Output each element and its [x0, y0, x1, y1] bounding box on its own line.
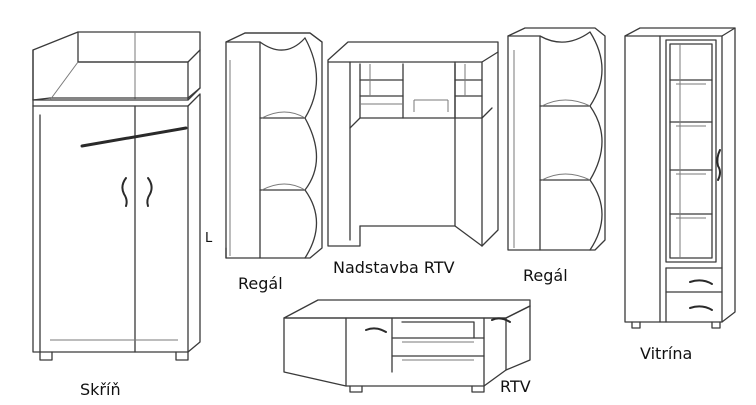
label-vitrina: Vitrína [640, 344, 693, 363]
label-skrin: Skříň [80, 380, 121, 399]
label-regal-left: Regál [238, 274, 283, 293]
label-rtv: RTV [500, 377, 531, 396]
label-nadstavba-rtv: Nadstavba RTV [333, 258, 455, 277]
showcase-drawing [624, 27, 736, 329]
wardrobe-drawing [32, 31, 201, 361]
tv-top-unit-drawing [327, 41, 499, 247]
right-shelf-drawing [507, 27, 606, 251]
tv-stand-drawing [283, 299, 531, 393]
stray-mark: L [205, 231, 213, 246]
label-regal-right: Regál [523, 266, 568, 285]
left-shelf-drawing [225, 32, 323, 259]
